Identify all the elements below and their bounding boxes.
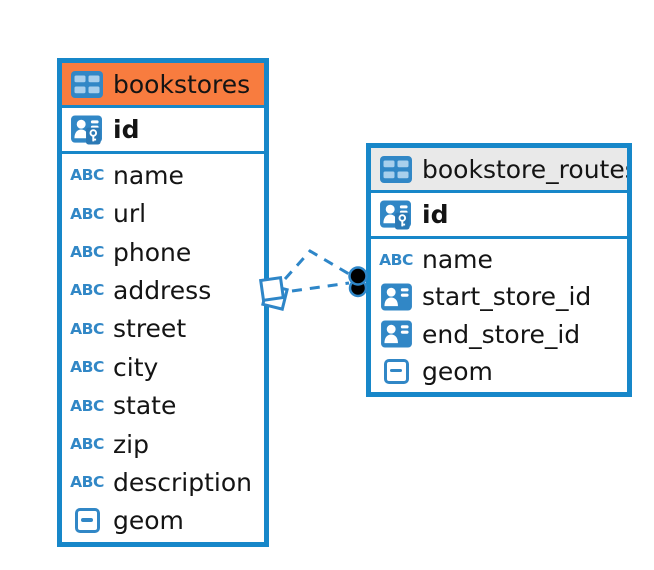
column-row[interactable]: ABC address [62,271,264,310]
primary-key-label: id [113,115,140,144]
reference-type-icon [379,320,413,348]
column-label: start_store_id [422,282,592,312]
columns-list: ABC name start_store_id end_store_id geom [371,239,627,392]
column-row[interactable]: ABC url [62,194,264,233]
text-type-icon: ABC [70,435,104,454]
text-type-icon: ABC [70,319,104,338]
column-row[interactable]: ABC name [371,241,627,279]
primary-key-row[interactable]: id [62,108,264,154]
column-row[interactable]: ABC street [62,309,264,349]
geometry-type-icon [379,358,413,384]
geometry-type-icon [70,508,104,534]
column-row[interactable]: start_store_id [371,278,627,316]
column-label: name [422,245,493,275]
primary-key-icon [379,199,413,230]
column-label: geom [422,356,493,386]
column-label: street [113,314,187,344]
reference-type-icon [379,283,413,311]
text-type-icon: ABC [70,204,104,223]
column-row[interactable]: ABC city [62,348,264,387]
column-row[interactable]: geom [371,352,627,390]
table-bookstore-routes[interactable]: bookstore_routes id ABC name [366,143,632,397]
relationship-line[interactable] [283,249,350,280]
text-type-icon: ABC [379,250,413,269]
column-label: city [113,352,159,382]
column-row[interactable]: geom [62,501,264,541]
column-row[interactable]: end_store_id [371,315,627,353]
column-label: end_store_id [422,319,581,349]
text-type-icon: ABC [70,396,104,415]
column-label: zip [113,429,149,459]
text-type-icon: ABC [70,358,104,377]
column-row[interactable]: ABC name [62,156,264,195]
column-row[interactable]: ABC phone [62,232,264,272]
column-label: description [113,467,253,497]
primary-key-row[interactable]: id [371,193,627,239]
text-type-icon: ABC [70,473,104,492]
column-row[interactable]: ABC description [62,463,264,502]
text-type-icon: ABC [70,243,104,262]
primary-key-label: id [422,200,449,229]
table-icon [70,70,104,98]
column-label: state [113,391,177,421]
column-label: phone [113,237,192,267]
column-label: name [113,160,184,190]
column-label: geom [113,506,184,536]
text-type-icon: ABC [70,166,104,185]
table-icon [379,155,413,183]
one-end-marker[interactable] [348,266,368,298]
table-header[interactable]: bookstores [62,63,264,108]
table-title: bookstores [113,69,251,99]
column-row[interactable]: ABC state [62,386,264,425]
primary-key-icon [70,114,104,145]
column-label: address [113,275,212,305]
text-type-icon: ABC [70,281,104,300]
column-row[interactable]: ABC zip [62,424,264,464]
table-title: bookstore_routes [422,154,627,184]
column-label: url [113,199,147,229]
relationship-line[interactable] [291,281,350,293]
table-header[interactable]: bookstore_routes [371,148,627,193]
